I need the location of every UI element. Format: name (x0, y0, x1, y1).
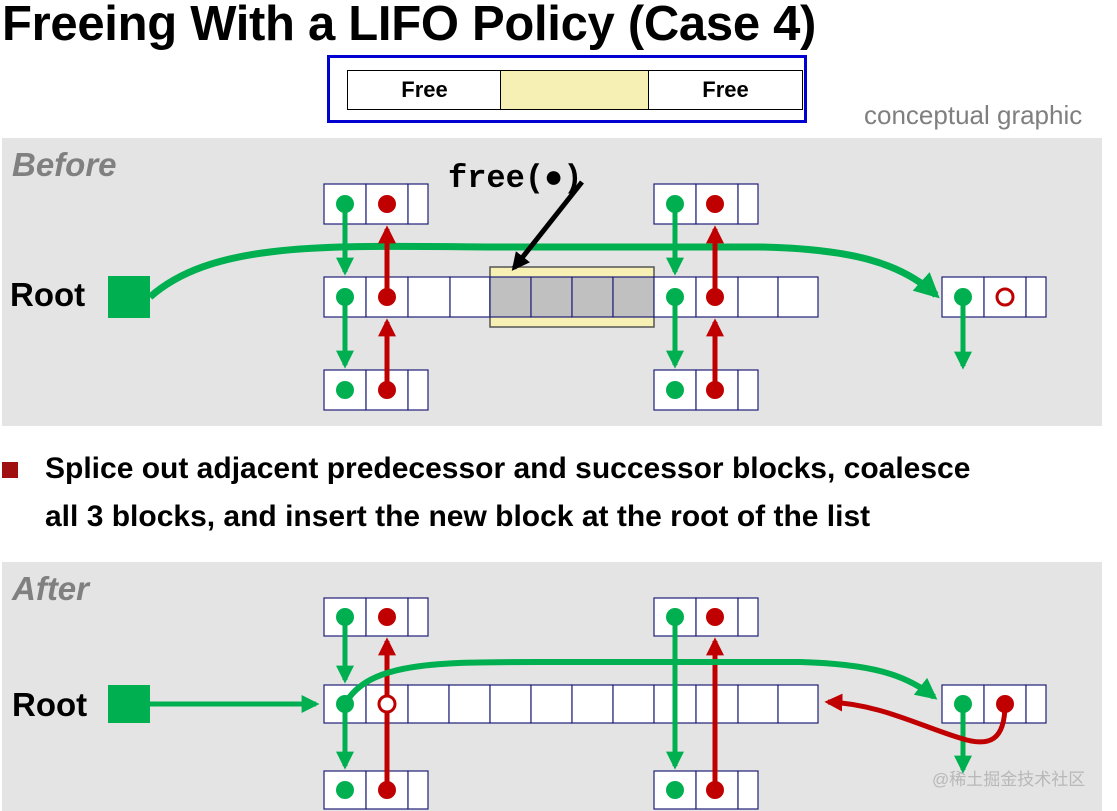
bullet-text-line-1: Splice out adjacent predecessor and succ… (45, 452, 971, 485)
tail-pred-pointer (824, 693, 1008, 745)
after-label: After (12, 570, 90, 607)
before-root-label: Root (10, 276, 86, 313)
free-call-pointer (511, 180, 584, 271)
after-root-node (108, 685, 150, 723)
before-label: Before (12, 146, 117, 183)
after-root-label: Root (12, 686, 88, 723)
before-root-node (108, 276, 150, 318)
after-diagram (108, 597, 1047, 810)
watermark: @稀土掘金技术社区 (932, 770, 1086, 789)
bullet-text-line-2: all 3 blocks, and insert the new block a… (45, 500, 871, 533)
before-middle-row (323, 266, 819, 328)
bullet-marker (2, 462, 18, 478)
conceptual-note: conceptual graphic (864, 100, 1083, 130)
before-root-pointer (147, 242, 940, 300)
legend-free-block-left: Free (347, 70, 502, 110)
legend-frame (327, 55, 807, 123)
null-pointer-circle (995, 287, 1015, 307)
after-coalesced-block (323, 684, 819, 724)
free-call-label: free(●) (448, 160, 583, 197)
before-diagram (108, 180, 1047, 411)
slide-title: Freeing With a LIFO Policy (Case 4) (2, 0, 817, 51)
after-pred-neighbor-bottom (323, 770, 429, 810)
new-block-succ-pointer (342, 658, 938, 706)
new-block-null-pred (377, 694, 397, 714)
legend-freed-block (500, 70, 650, 110)
legend-free-block-right: Free (648, 70, 803, 110)
